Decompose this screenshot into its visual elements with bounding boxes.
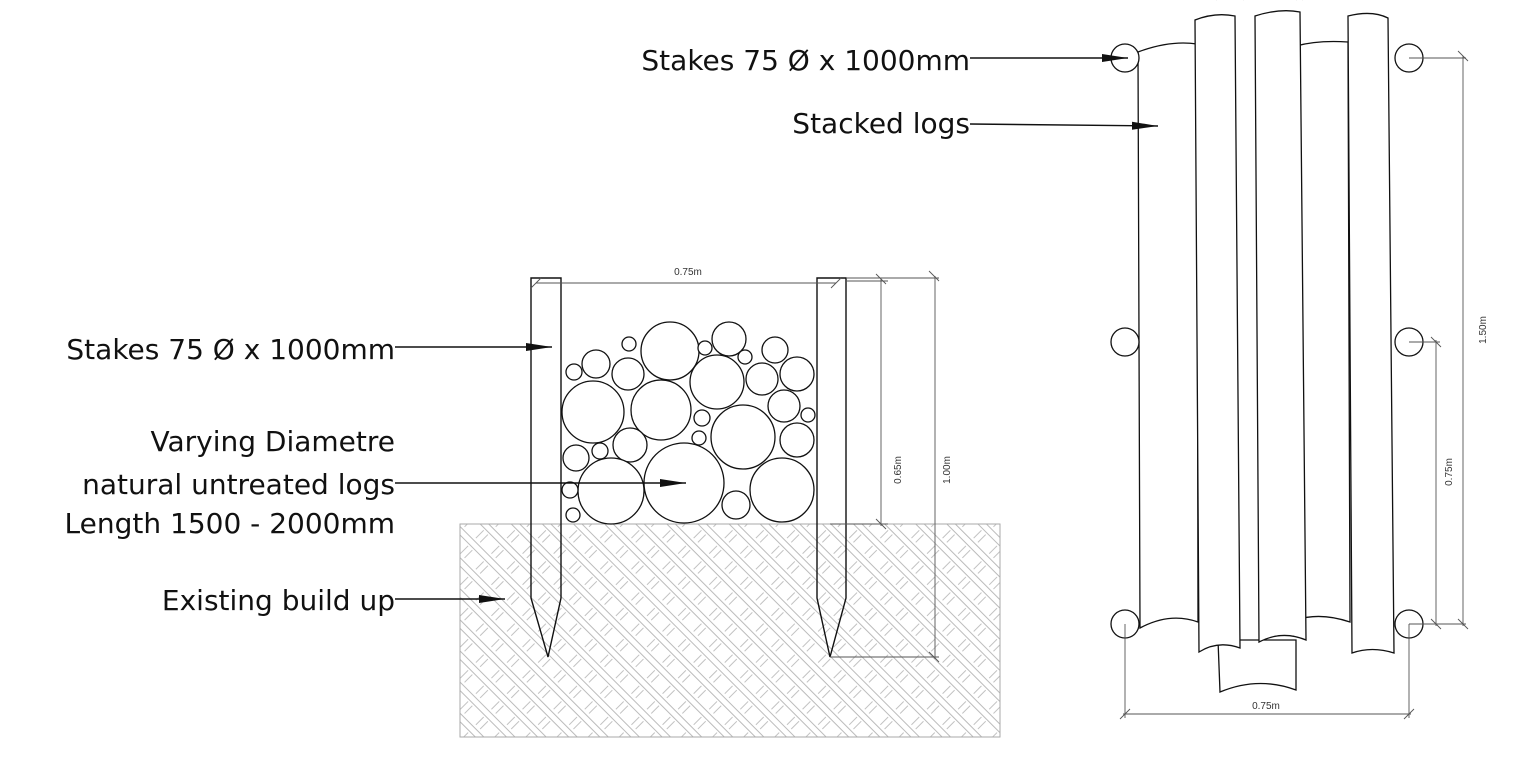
section-stake-right [816, 277, 847, 658]
section-width-dimension: 0.75m [530, 267, 842, 289]
section-stake-left [530, 277, 562, 658]
plan-width-dimension: 0.75m [1119, 624, 1415, 720]
section-stakes-label: Stakes 75 Ø x 1000mm [66, 333, 395, 366]
section-logs-label-line1: Varying Diametre [150, 425, 395, 458]
plan-logs-front [1194, 10, 1395, 654]
existing-ground-hatch [459, 523, 1001, 738]
section-view: 0.75m 0.65m 1.00m Stakes 75 Ø x 1000mm V… [65, 267, 1001, 738]
plan-spacing-label: 0.75m [1444, 458, 1455, 486]
section-height-dimension: 0.65m [830, 273, 904, 530]
plan-view: 1.50m 0.75m 0.75m Stakes 75 Ø x 1000mm S… [641, 0, 1489, 720]
plan-logs-back [1137, 0, 1351, 693]
section-ground-label: Existing build up [162, 584, 395, 617]
plan-spacing-dimension: 0.75m [1409, 336, 1455, 630]
section-logs-label-line3: Length 1500 - 2000mm [65, 507, 395, 540]
plan-logs-leader [969, 121, 1159, 130]
plan-stakes-label: Stakes 75 Ø x 1000mm [641, 44, 970, 77]
section-width-label: 0.75m [674, 267, 702, 278]
section-stake-length-dimension: 1.00m [830, 270, 953, 663]
section-logs [561, 321, 816, 525]
plan-logs-label: Stacked logs [792, 107, 970, 140]
plan-width-label: 0.75m [1252, 701, 1280, 712]
section-stake-length-label: 1.00m [942, 456, 953, 484]
section-above-ground-label: 0.65m [893, 456, 904, 484]
plan-length-label: 1.50m [1478, 316, 1489, 344]
section-logs-label-line2: natural untreated logs [82, 468, 395, 501]
